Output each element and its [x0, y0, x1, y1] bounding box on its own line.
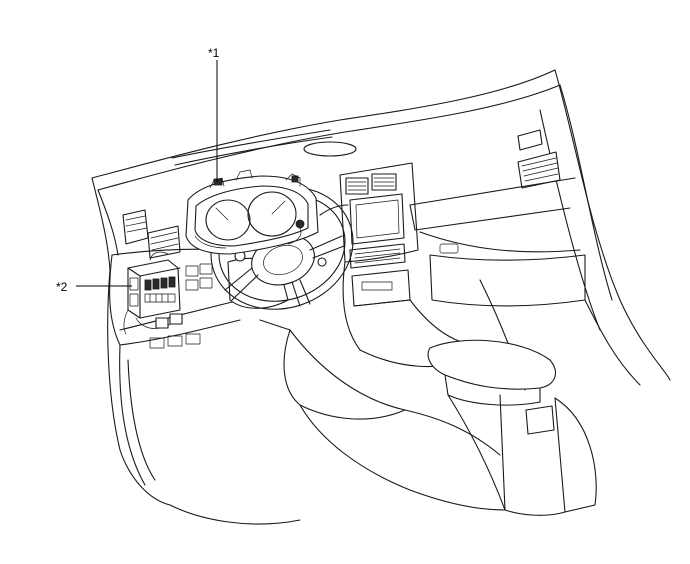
steering-wheel — [204, 186, 354, 310]
left-dash — [91, 177, 301, 525]
junction-block — [123, 251, 183, 335]
instrument-cluster — [185, 169, 319, 255]
dashboard-outline — [91, 69, 671, 391]
center-stack — [339, 162, 597, 516]
floor-lines — [259, 319, 506, 511]
callout-junction-block-label: *2 — [56, 280, 68, 294]
callout-cluster-label: *1 — [208, 46, 220, 60]
